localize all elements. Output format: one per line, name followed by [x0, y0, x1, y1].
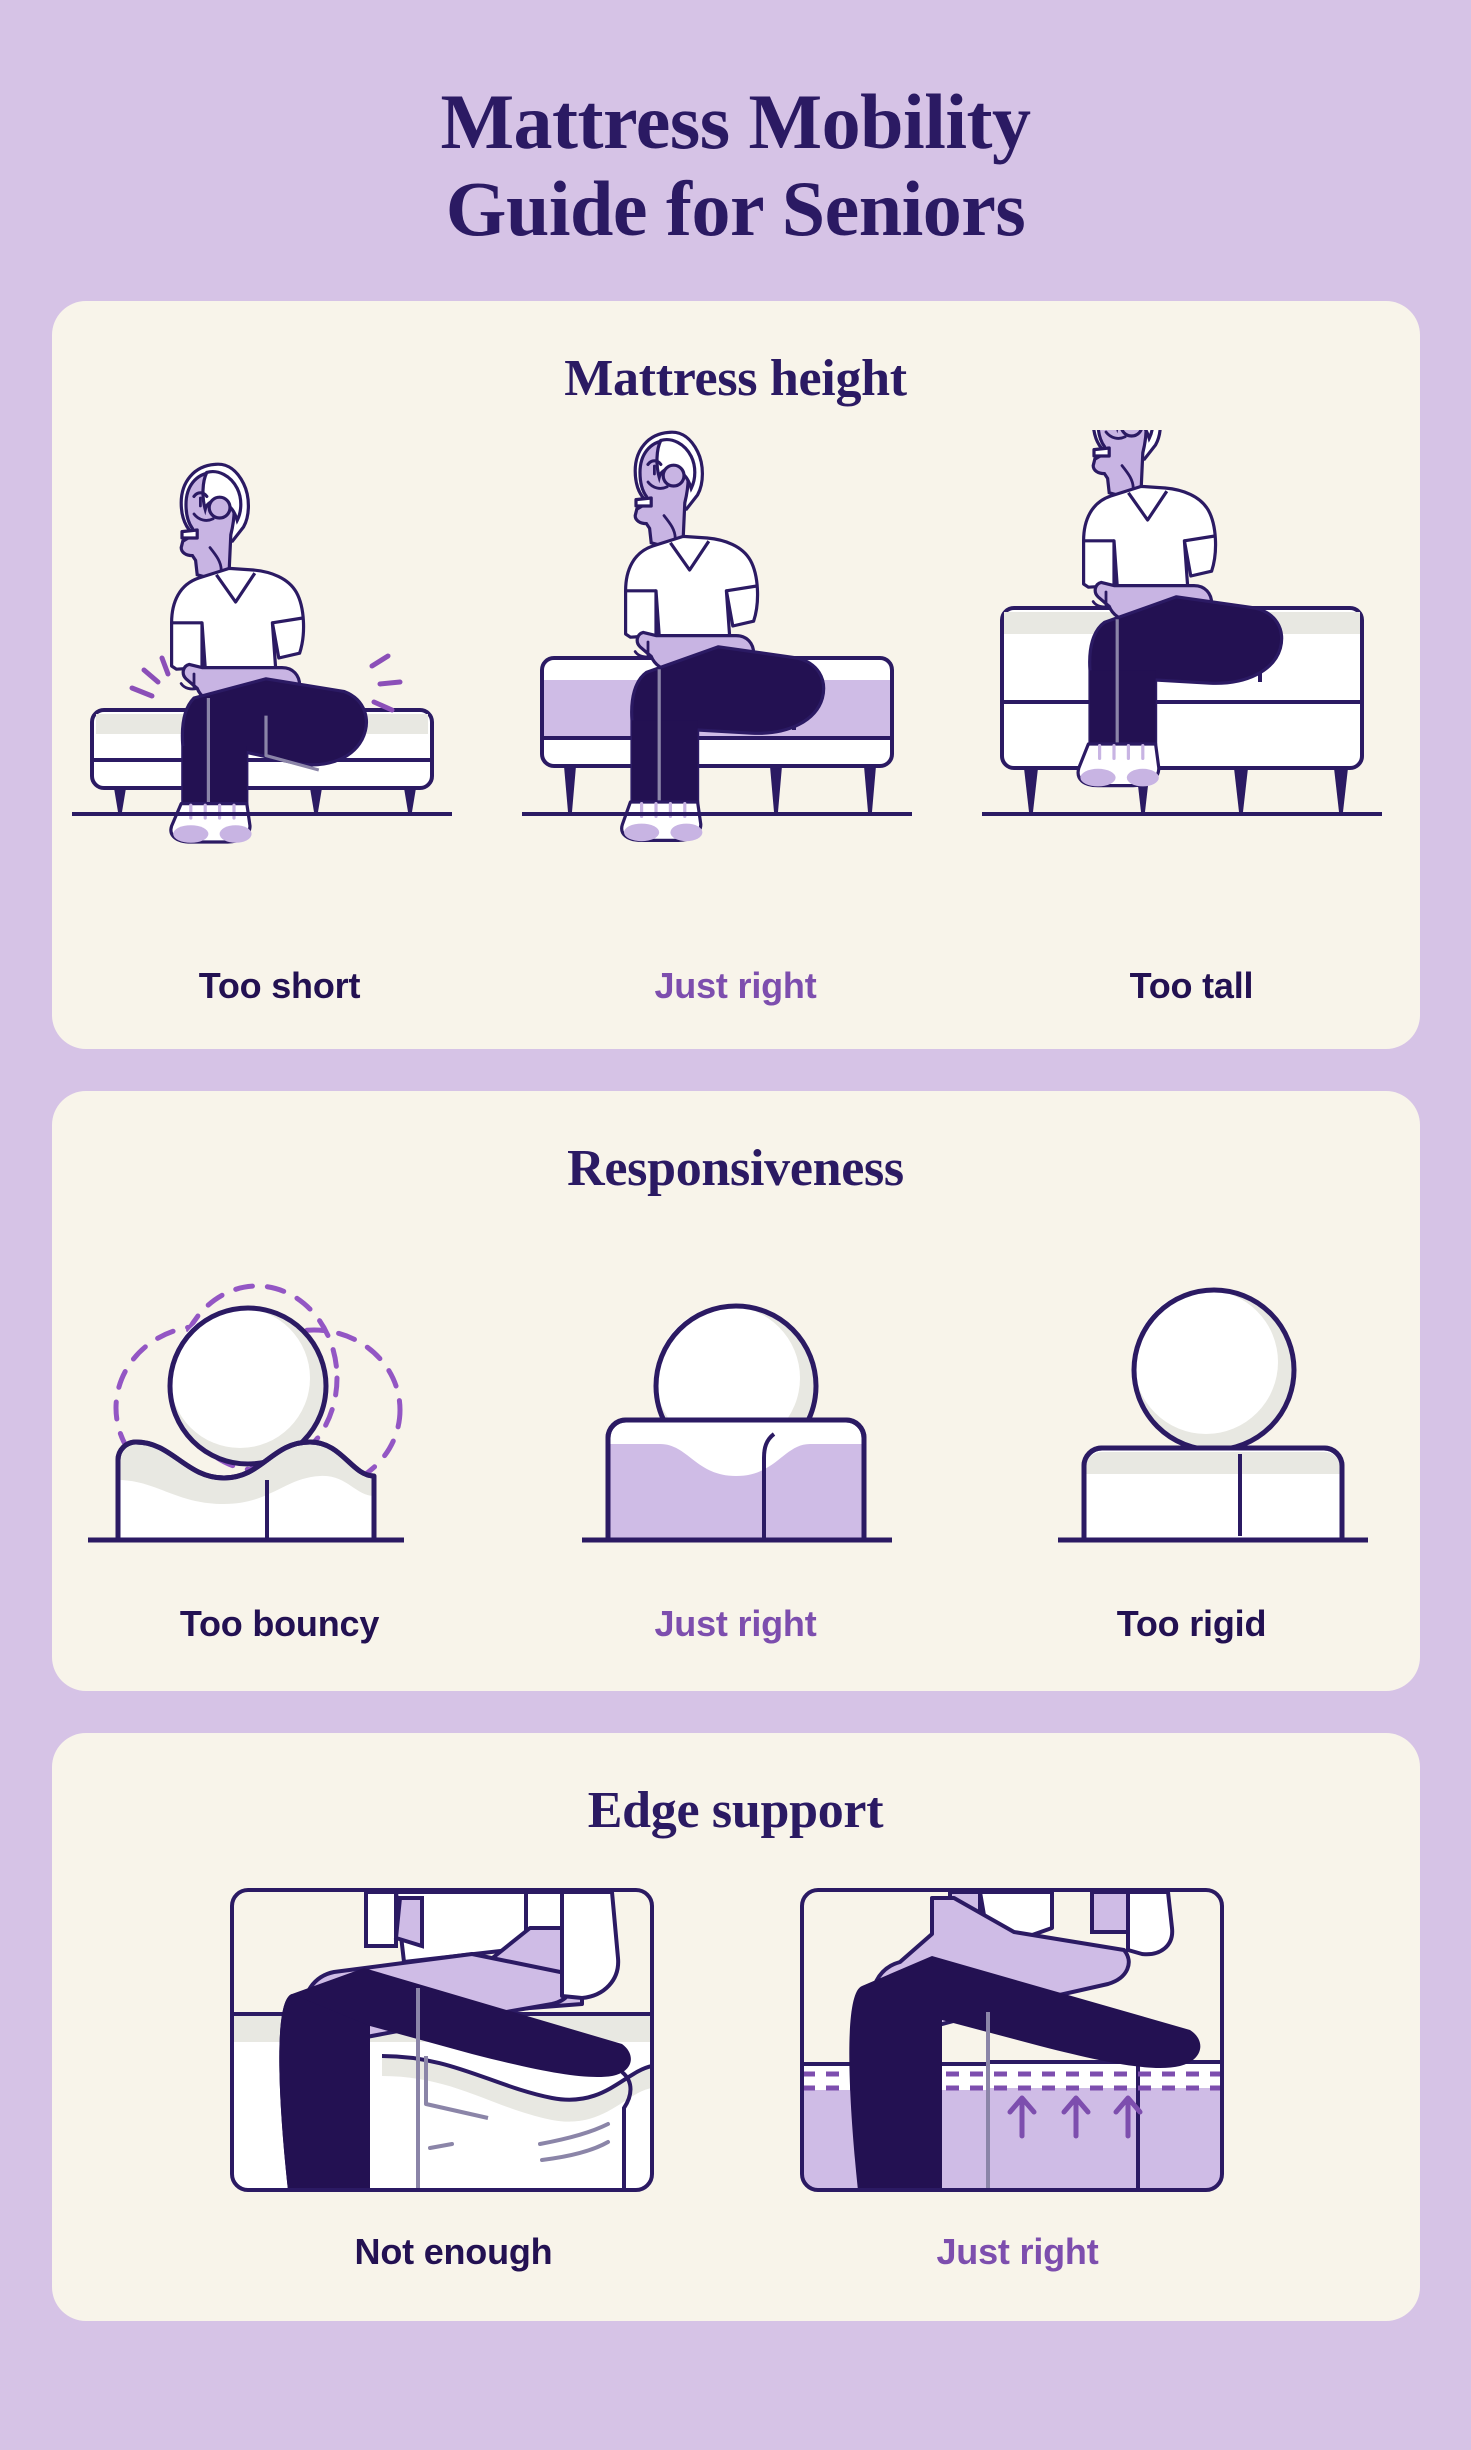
label-row-responsiveness: Too bouncy Just right Too rigid: [52, 1603, 1420, 1645]
senior-sitting-correct-bed-icon: [521, 430, 912, 842]
label-not-enough: Not enough: [354, 2230, 553, 2272]
label-row-edge-support: Not enough Just right: [52, 2231, 1420, 2273]
senior-sitting-high-bed-icon: [981, 429, 1382, 816]
sagging-mattress-edge-icon: [229, 1887, 654, 2192]
pain-indicator-icon: [129, 655, 170, 699]
section-responsiveness: Responsiveness: [51, 1090, 1420, 1691]
section-mattress-height: Mattress height: [51, 300, 1420, 1049]
illustration-mattress-height: [52, 429, 1420, 930]
senior-sitting-low-bed-icon: [71, 462, 452, 844]
label-just-right: Just right: [654, 964, 817, 1006]
label-too-short: Too short: [198, 964, 361, 1006]
bouncing-ball-icon: [87, 1283, 404, 1543]
illustration-responsiveness: [52, 1228, 1420, 1578]
ball-resting-flat-icon: [1057, 1287, 1368, 1543]
pain-indicator-icon: [369, 653, 402, 713]
label-too-bouncy: Too bouncy: [179, 1602, 380, 1644]
label-just-right: Just right: [936, 2230, 1099, 2272]
firm-mattress-edge-icon: [799, 1887, 1224, 2192]
section-heading-mattress-height: Mattress height: [564, 349, 907, 407]
label-too-tall: Too tall: [1129, 964, 1254, 1006]
support-arrow-icon: [1007, 2095, 1142, 2139]
page-title-line-1: Mattress Mobility: [440, 78, 1031, 165]
section-heading-responsiveness: Responsiveness: [567, 1139, 904, 1197]
page-title: Mattress Mobility Guide for Seniors: [52, 78, 1419, 253]
label-row-mattress-height: Too short Just right Too tall: [52, 965, 1420, 1007]
label-just-right: Just right: [654, 1602, 817, 1644]
ball-sinking-icon: [581, 1303, 892, 1543]
section-heading-edge-support: Edge support: [587, 1781, 884, 1839]
section-edge-support: Edge support: [51, 1732, 1420, 2321]
page-title-line-2: Guide for Seniors: [445, 165, 1026, 253]
illustration-edge-support: [52, 1876, 1420, 2206]
label-too-rigid: Too rigid: [1116, 1602, 1267, 1644]
